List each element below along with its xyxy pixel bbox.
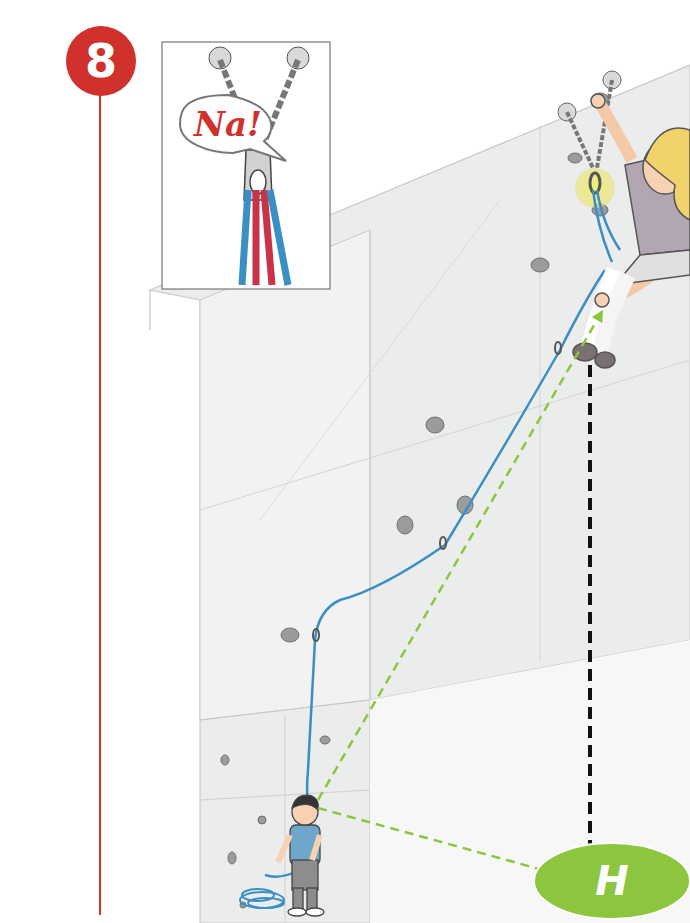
rope <box>265 190 620 877</box>
belayer <box>278 795 324 916</box>
inset-detail <box>162 42 330 289</box>
quickdraws <box>313 342 561 641</box>
gaze-arrow <box>318 315 600 800</box>
gaze-arrow <box>318 808 550 872</box>
speech-bubble: Na! <box>178 93 278 155</box>
fall-line <box>588 365 592 858</box>
rope-pile <box>240 889 284 908</box>
timeline-line <box>99 90 101 915</box>
node-text: 8 <box>85 34 117 88</box>
step-number: 8 <box>65 25 137 97</box>
node-text: Na! <box>194 104 262 144</box>
node-text: H <box>595 858 628 904</box>
climber <box>573 94 690 368</box>
logo-badge: H <box>533 842 690 920</box>
top-anchor <box>558 71 621 208</box>
